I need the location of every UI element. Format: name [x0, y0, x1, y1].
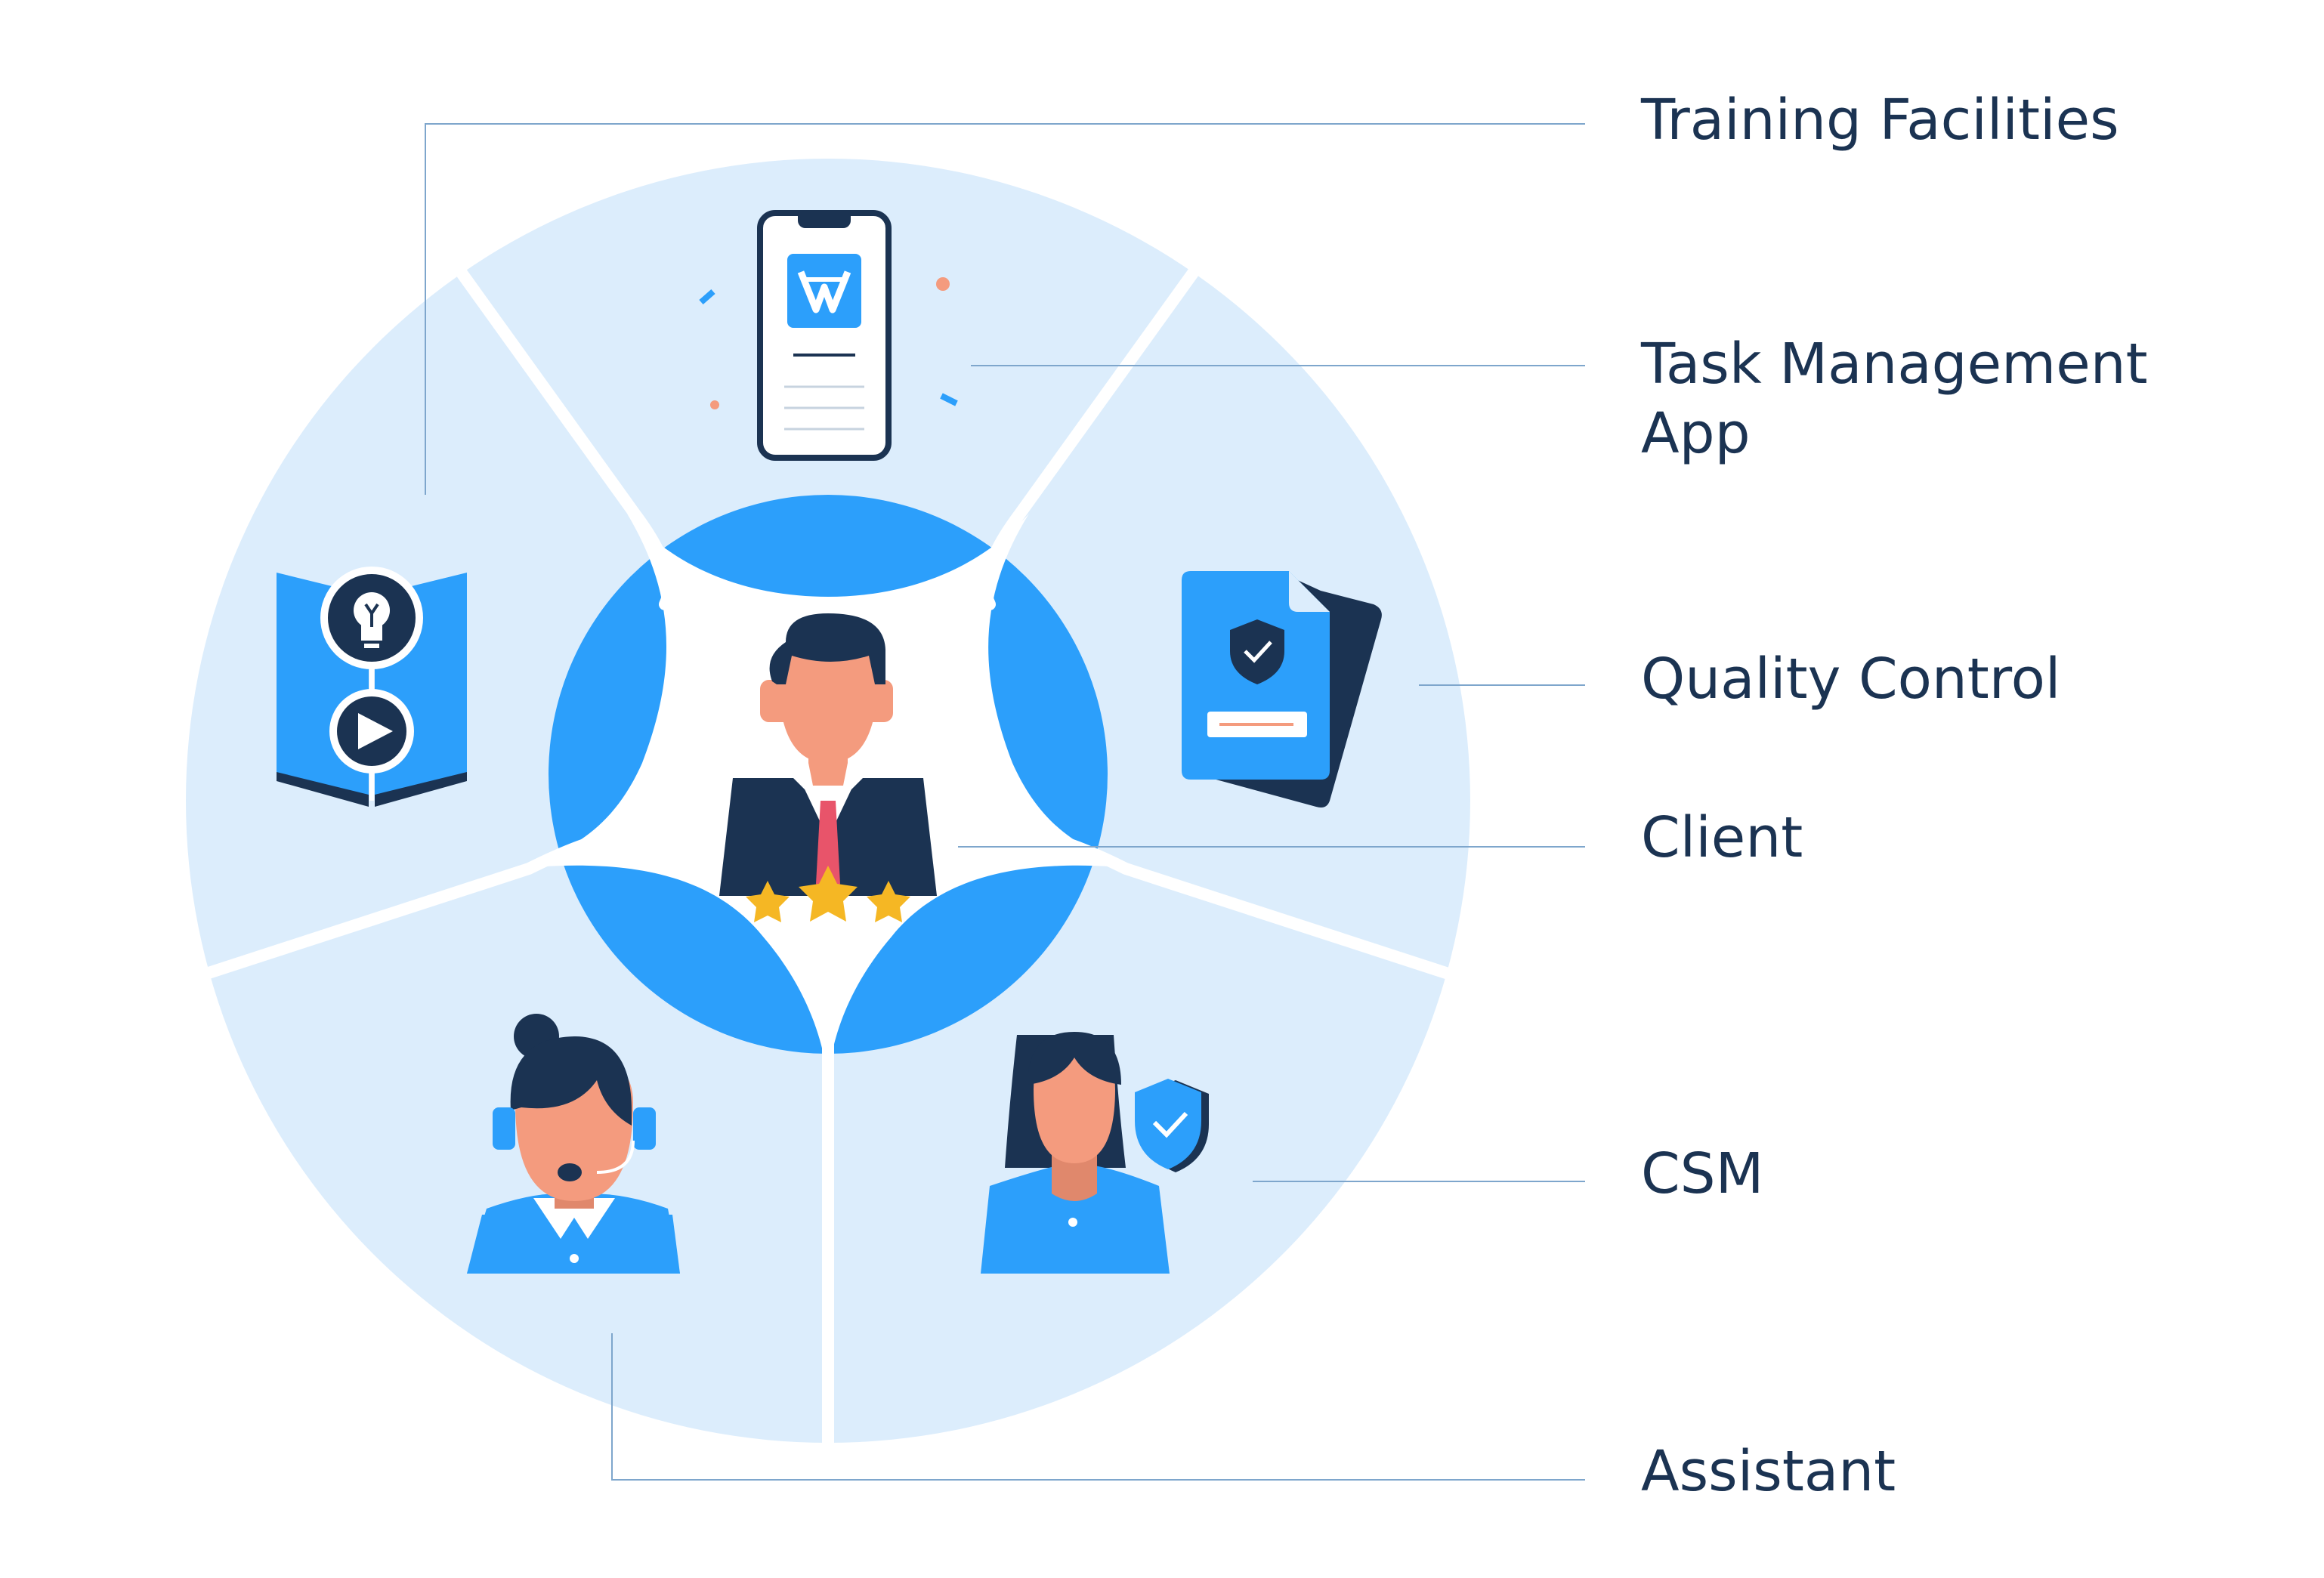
leader-training — [425, 123, 1585, 495]
smartphone-app-icon — [699, 210, 958, 461]
document-shield-check-icon — [1182, 571, 1382, 808]
label-client: Client — [1641, 805, 1803, 870]
headset-support-agent-icon — [467, 1014, 680, 1274]
leader-lines — [425, 123, 1585, 1481]
businessman-rating-stars-icon — [719, 613, 937, 922]
label-training-facilities: Training Facilities — [1641, 88, 2119, 153]
book-lightbulb-play-icon — [277, 567, 467, 807]
leader-assistant — [611, 1333, 1585, 1481]
woman-shield-check-icon — [981, 1032, 1209, 1274]
label-task-management-app: Task Management App — [1641, 332, 2148, 466]
rating-stars — [746, 866, 910, 922]
label-csm: CSM — [1641, 1141, 1764, 1206]
label-quality-control: Quality Control — [1641, 647, 2061, 712]
label-assistant: Assistant — [1641, 1439, 1896, 1504]
